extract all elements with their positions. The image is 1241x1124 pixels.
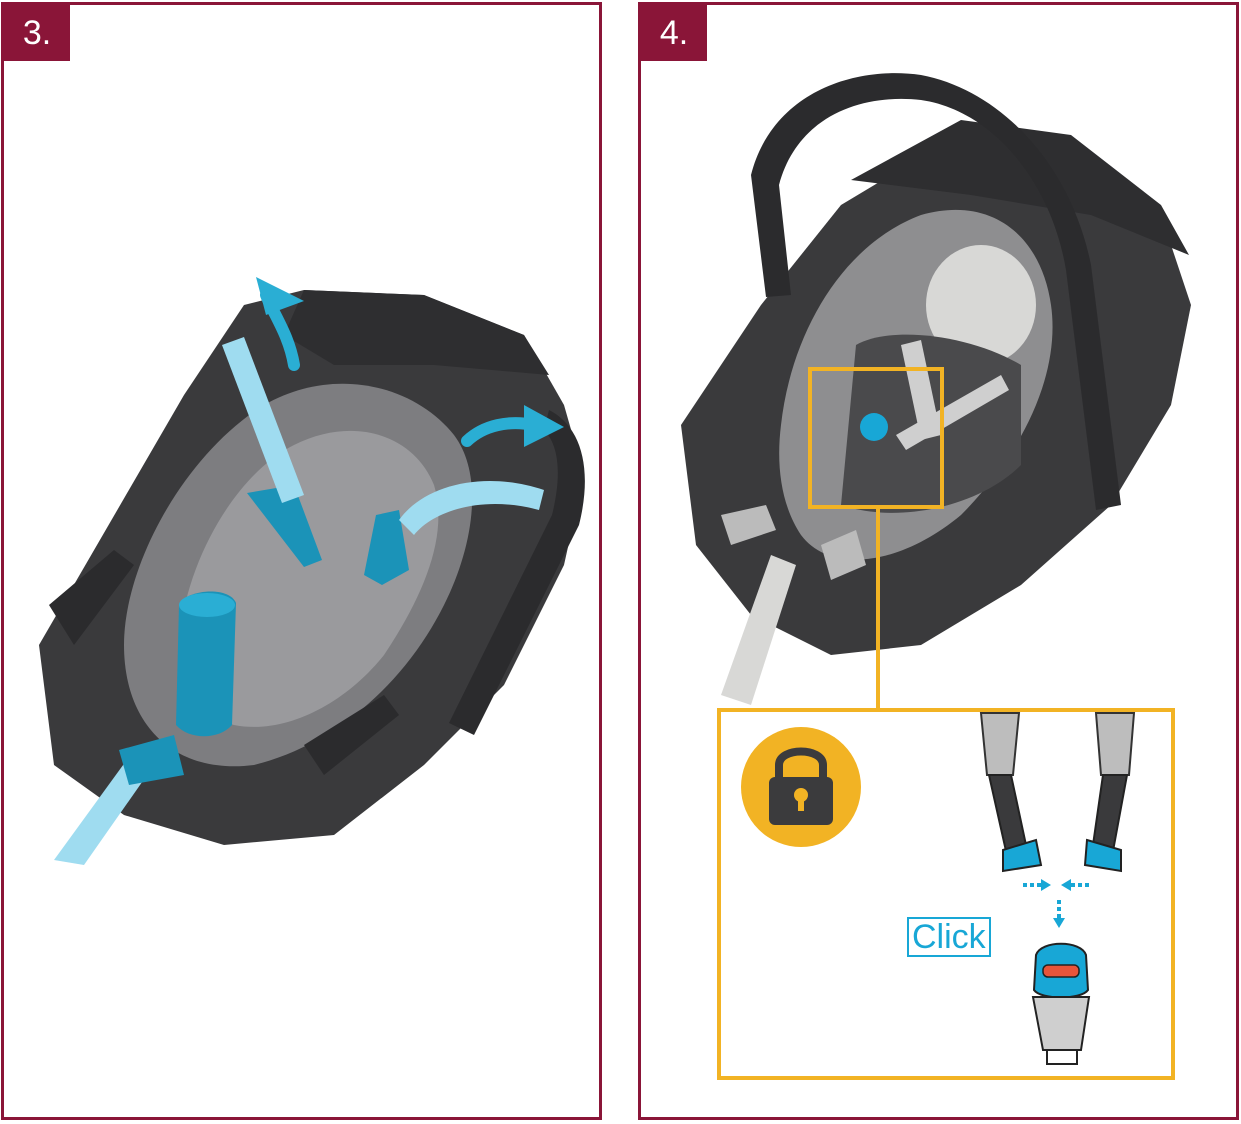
step-4-panel: 4.	[638, 2, 1239, 1120]
arrow-right-icon	[461, 405, 564, 447]
zoom-highlight-box	[808, 367, 944, 509]
step-number-badge: 3.	[4, 5, 70, 61]
car-seat-illustration-buckled-baby	[681, 73, 1191, 1065]
step-3-panel: 3.	[1, 2, 602, 1120]
car-seat-illustration-open-harness	[39, 277, 585, 865]
arrow-up-icon	[256, 277, 304, 371]
buckle-detail-box	[717, 708, 1175, 1080]
padlock-icon	[741, 727, 861, 847]
step-number-badge: 4.	[641, 5, 707, 61]
click-label: Click	[907, 917, 991, 957]
